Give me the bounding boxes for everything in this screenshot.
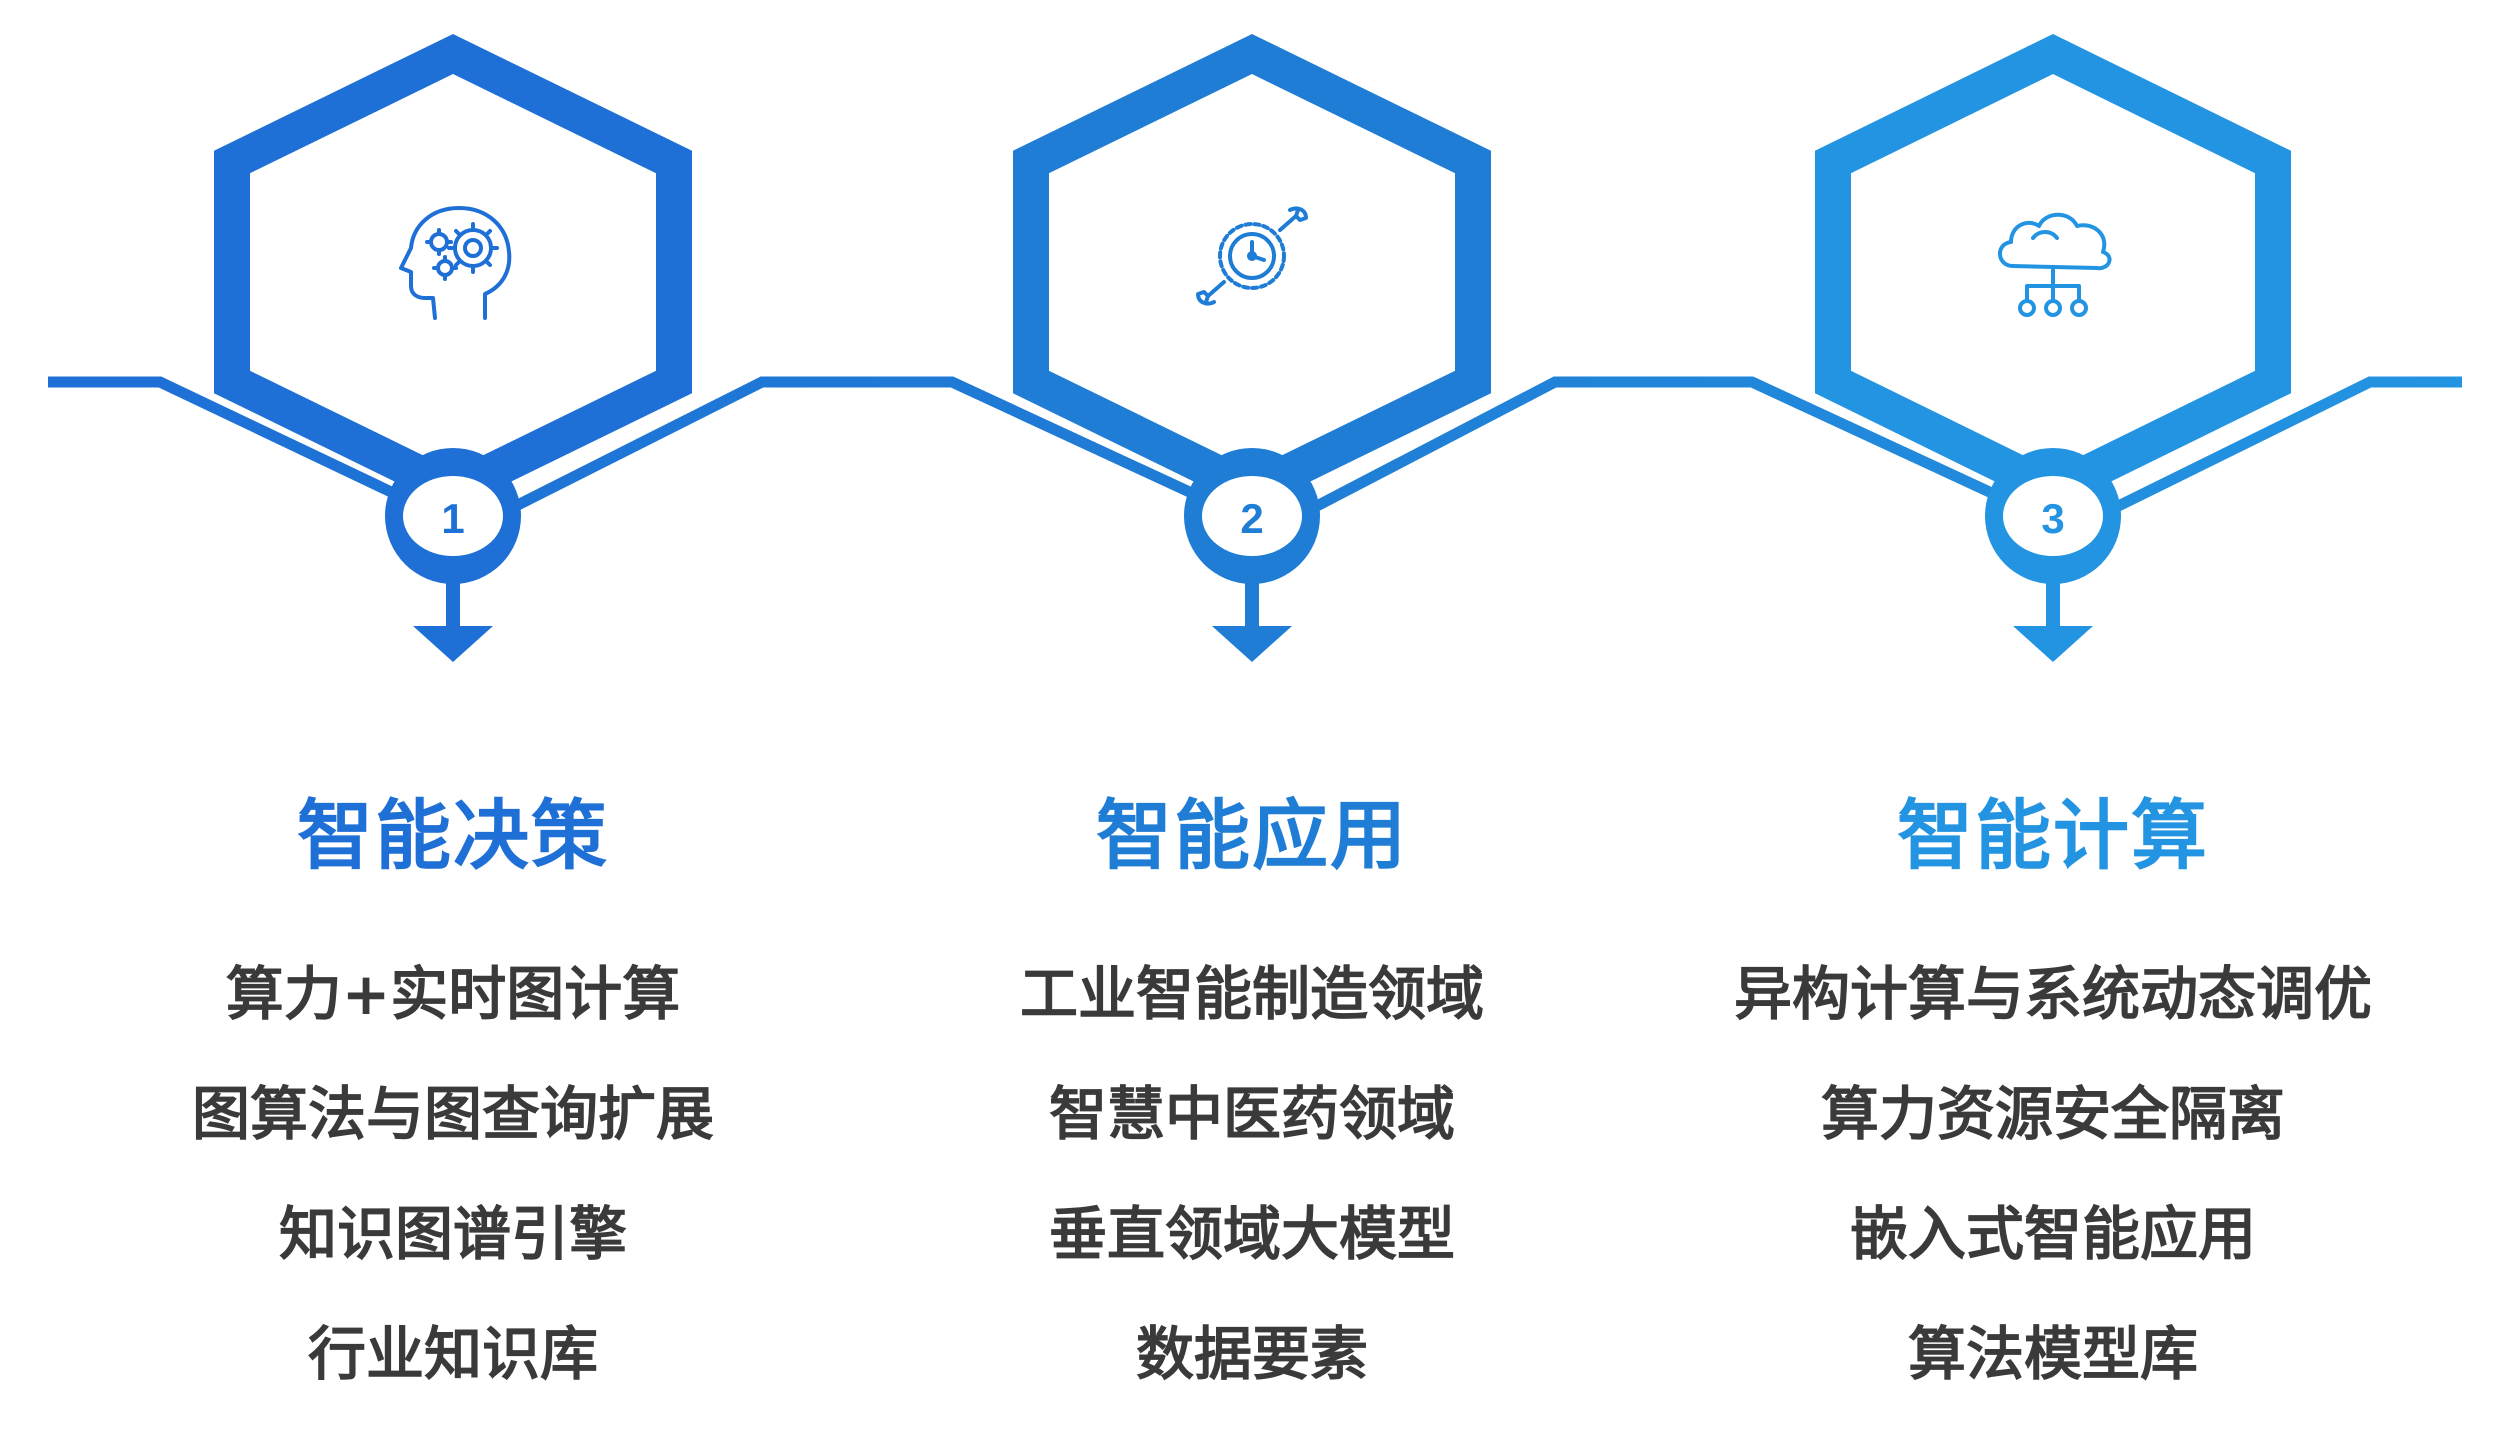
step-circle-inner-3: [2003, 476, 2103, 556]
step-3: 3: [1815, 33, 2291, 662]
arrow-stem-1: [446, 578, 460, 630]
list-item: 知识图谱引擎: [278, 1200, 627, 1268]
arrow-head-2: [1212, 626, 1292, 662]
step-1: 1: [214, 33, 692, 662]
list-item: 工业智能制造领域: [1019, 960, 1484, 1028]
list-item: 智慧中医药领域: [1048, 1080, 1455, 1148]
brain-gears-icon: [375, 190, 535, 350]
arrow-head-3: [2013, 626, 2093, 662]
step-number-1: 1: [441, 495, 464, 542]
cloud-network-icon: [1973, 190, 2133, 350]
step-number-2: 2: [1240, 495, 1263, 542]
column-title-2: 智能应用: [1096, 791, 1408, 880]
step-circle-inner-1: [403, 476, 503, 556]
step-number-3: 3: [2041, 495, 2064, 542]
column-title-3: 智能计算: [1897, 791, 2209, 880]
arrow-head-1: [413, 626, 493, 662]
list-item: 算法模型库: [1907, 1320, 2198, 1388]
clock-wrench-icon: [1172, 196, 1332, 356]
step-circle-inner-2: [1202, 476, 1302, 556]
list-item: 异构计算与系统动态调优: [1733, 960, 2372, 1028]
column-list-3: 异构计算与系统动态调优 算力资源安全隔离 嵌入式智能应用 算法模型库: [1653, 934, 2453, 1414]
list-item: 垂直领域大模型: [1048, 1200, 1455, 1268]
arrow-stem-2: [1245, 578, 1259, 630]
step-2: 2: [1013, 33, 1491, 662]
list-item: 算力资源安全隔离: [1820, 1080, 2285, 1148]
column-list-2: 工业智能制造领域 智慧中医药领域 垂直领域大模型 数据要素: [852, 934, 1652, 1414]
list-item: 图算法与图查询扩展: [191, 1080, 714, 1148]
list-item: 行业知识库: [307, 1320, 598, 1388]
list-item: 算力+实时图计算: [225, 960, 681, 1028]
arrow-stem-3: [2046, 578, 2060, 630]
list-item: 数据要素: [1135, 1320, 1368, 1388]
column-title-1: 智能决策: [297, 791, 609, 880]
column-list-1: 算力+实时图计算 图算法与图查询扩展 知识图谱引擎 行业知识库: [53, 934, 853, 1414]
list-item: 嵌入式智能应用: [1849, 1200, 2256, 1268]
